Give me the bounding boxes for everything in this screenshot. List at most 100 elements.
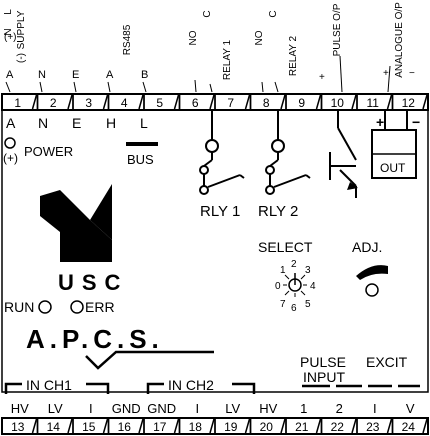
top-terminal-8[interactable]: 8 — [263, 96, 270, 110]
top-slot-7 — [244, 94, 251, 110]
top-slot-12 — [422, 94, 428, 110]
power-label: POWER — [24, 144, 73, 159]
bottom-slot-19 — [244, 418, 251, 434]
label-relay2: RELAY 2 — [288, 35, 299, 76]
pulse-output-transistor — [329, 110, 357, 198]
label-relay1-c: C — [202, 10, 213, 17]
lead-lines — [5, 55, 391, 93]
bottom-row-label-1: LV — [48, 401, 63, 416]
transistor-arrow — [347, 182, 358, 190]
bottom-row-label-9: 2 — [336, 401, 343, 416]
input-label: INPUT — [303, 369, 345, 385]
top-terminal-10[interactable]: 10 — [331, 96, 345, 110]
bottom-terminal-strip: 13 14 15 16 17 18 19 20 21 22 23 24 — [1, 417, 429, 435]
top-slot-9 — [315, 94, 322, 110]
power-led — [4, 137, 16, 149]
apcs-label: A.P.C.S. — [26, 324, 164, 354]
bottom-slot-17 — [173, 418, 180, 434]
top-terminal-5[interactable]: 5 — [156, 96, 163, 110]
channel-brackets — [4, 382, 420, 394]
panel-letter-a: A — [6, 115, 16, 131]
top-terminal-7[interactable]: 7 — [227, 96, 234, 110]
label-relay2-no: NO — [254, 30, 265, 45]
bottom-slot-15 — [102, 418, 109, 434]
top-terminal-3[interactable]: 3 — [85, 96, 92, 110]
pulse-label: PULSE — [300, 354, 346, 370]
usc-label: USC — [58, 270, 128, 295]
bottom-terminal-18[interactable]: 18 — [189, 420, 203, 434]
panel-letter-h: H — [106, 115, 116, 131]
usc-logo-notch — [90, 184, 112, 240]
power-plus-label: (+) — [3, 151, 18, 165]
relay-symbols — [199, 110, 311, 195]
panel-letter-e: E — [72, 115, 81, 131]
dial-num-5: 5 — [305, 299, 311, 310]
bottom-slot-24 — [422, 418, 428, 434]
bottom-slot-23 — [386, 418, 393, 434]
bottom-terminal-22[interactable]: 22 — [331, 420, 345, 434]
top-terminal-6[interactable]: 6 — [192, 96, 199, 110]
select-label: SELECT — [258, 239, 313, 255]
pin-letter-n: N — [38, 69, 46, 81]
err-led — [70, 300, 84, 314]
bottom-terminal-17[interactable]: 17 — [153, 420, 167, 434]
bottom-row-label-4: GND — [147, 401, 176, 416]
label-supply: SUPPLY — [16, 10, 27, 49]
bottom-row-label-11: V — [406, 401, 415, 416]
label-pulse-plus: + — [319, 72, 325, 83]
bottom-row-label-0: HV — [11, 401, 29, 416]
top-terminal-9[interactable]: 9 — [298, 96, 305, 110]
dial-num-0: 0 — [275, 281, 281, 292]
bottom-terminal-14[interactable]: 14 — [47, 420, 61, 434]
bottom-terminal-23[interactable]: 23 — [366, 420, 380, 434]
top-terminal-2[interactable]: 2 — [50, 96, 57, 110]
top-slot-6 — [209, 94, 215, 110]
label-supply-minus: (-) — [16, 53, 27, 63]
bottom-slot-22 — [351, 418, 357, 434]
dial-num-7: 7 — [280, 299, 286, 310]
bottom-terminal-19[interactable]: 19 — [224, 420, 238, 434]
run-label: RUN — [4, 299, 34, 315]
bottom-row-label-3: GND — [112, 401, 141, 416]
bus-bar — [126, 142, 158, 146]
ch1-label: IN CH1 — [26, 377, 72, 393]
bottom-terminal-15[interactable]: 15 — [82, 420, 96, 434]
bottom-row-label-10: I — [373, 401, 377, 416]
err-label: ERR — [85, 299, 115, 315]
top-terminal-4[interactable]: 4 — [121, 96, 128, 110]
top-terminal-12[interactable]: 12 — [402, 96, 416, 110]
bottom-terminal-20[interactable]: 20 — [260, 420, 274, 434]
select-dial[interactable]: 0 1 2 3 4 5 6 7 — [275, 259, 316, 314]
label-analogue: ANALOGUE O/P — [394, 2, 405, 78]
bottom-terminal-21[interactable]: 21 — [295, 420, 309, 434]
bottom-terminal-16[interactable]: 16 — [118, 420, 132, 434]
bottom-terminal-24[interactable]: 24 — [402, 420, 416, 434]
top-terminal-1[interactable]: 1 — [14, 96, 21, 110]
bottom-terminal-13[interactable]: 13 — [11, 420, 25, 434]
usc-logo-icon — [40, 190, 112, 262]
top-terminal-11[interactable]: 11 — [367, 96, 380, 110]
dial-num-4: 4 — [310, 281, 316, 292]
top-slot-5 — [173, 94, 180, 110]
adj-knob[interactable] — [356, 265, 388, 297]
rly2-label: RLY 2 — [258, 203, 298, 220]
excit-label: EXCIT — [366, 354, 408, 370]
top-slot-10 — [351, 94, 357, 110]
out-minus-sign: − — [412, 114, 420, 130]
bottom-row-label-2: I — [89, 401, 93, 416]
label-supply-plus: (+) — [4, 32, 17, 43]
top-labels: L N (+) SUPPLY (-) RS485 NO C RELAY 1 NO… — [3, 2, 415, 83]
bottom-slot-21 — [315, 418, 322, 434]
pin-letter-b: B — [141, 69, 148, 81]
bottom-row-label-5: I — [195, 401, 199, 416]
top-slot-11 — [386, 94, 393, 110]
label-relay1-no: NO — [188, 30, 199, 45]
out-label: OUT — [380, 161, 406, 175]
bottom-slot-14 — [67, 418, 73, 434]
bottom-slot-13 — [31, 418, 38, 434]
top-slot-3 — [102, 94, 109, 110]
ch2-label: IN CH2 — [168, 377, 214, 393]
dial-num-2: 2 — [291, 259, 297, 270]
